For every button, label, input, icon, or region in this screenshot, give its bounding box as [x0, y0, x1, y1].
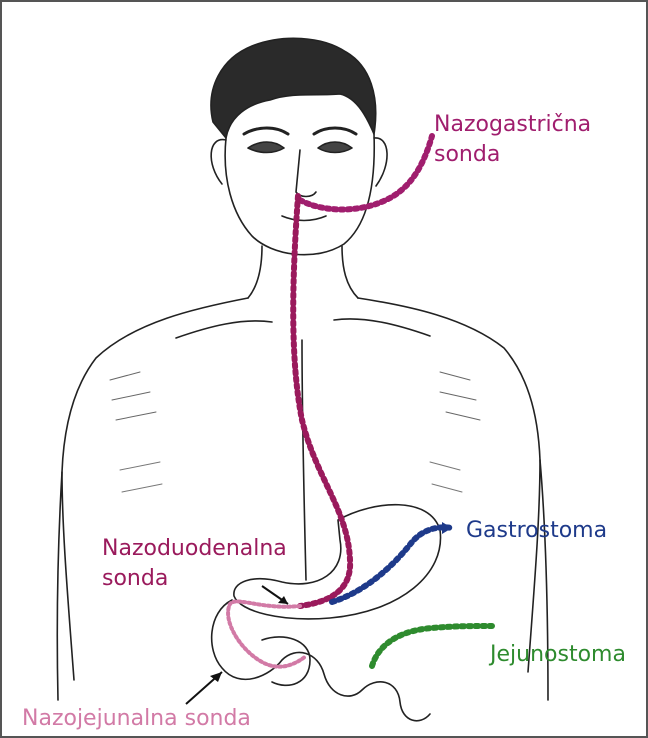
left-arm: [57, 472, 62, 700]
left-eye: [248, 142, 284, 153]
nasogastric-label-line1: Nazogastrična: [434, 112, 591, 138]
nose: [296, 150, 316, 197]
left-collarbone: [176, 321, 272, 338]
nasogastric-label-line2: sonda: [434, 142, 500, 168]
torso-midline: [302, 340, 306, 580]
left-brow: [244, 128, 288, 134]
right-brow: [314, 128, 356, 134]
hair: [211, 38, 376, 138]
jejunostomy-tube: [372, 626, 492, 666]
right-collarbone: [334, 319, 430, 336]
nasoduodenal-label-line1: Nazoduodenalna: [102, 536, 287, 562]
gastrostomy-label: Gastrostoma: [466, 518, 607, 544]
right-ear: [374, 138, 387, 186]
left-ear: [211, 140, 226, 184]
nasoduodenal-label-line2: sonda: [102, 566, 168, 592]
abdomen-shading: [120, 462, 462, 492]
nasojejunal-label: Nazojejunalna sonda: [22, 706, 251, 732]
gastrostomy-tube-tip: [442, 522, 452, 534]
mouth: [282, 216, 326, 221]
neck-left: [248, 246, 262, 298]
torso-left: [62, 298, 248, 680]
intestines-loop: [262, 637, 310, 685]
right-eye: [318, 142, 352, 153]
jejunostomy-label: Jejunostoma: [490, 642, 626, 668]
torso-right: [358, 298, 540, 672]
neck-right: [342, 246, 358, 298]
